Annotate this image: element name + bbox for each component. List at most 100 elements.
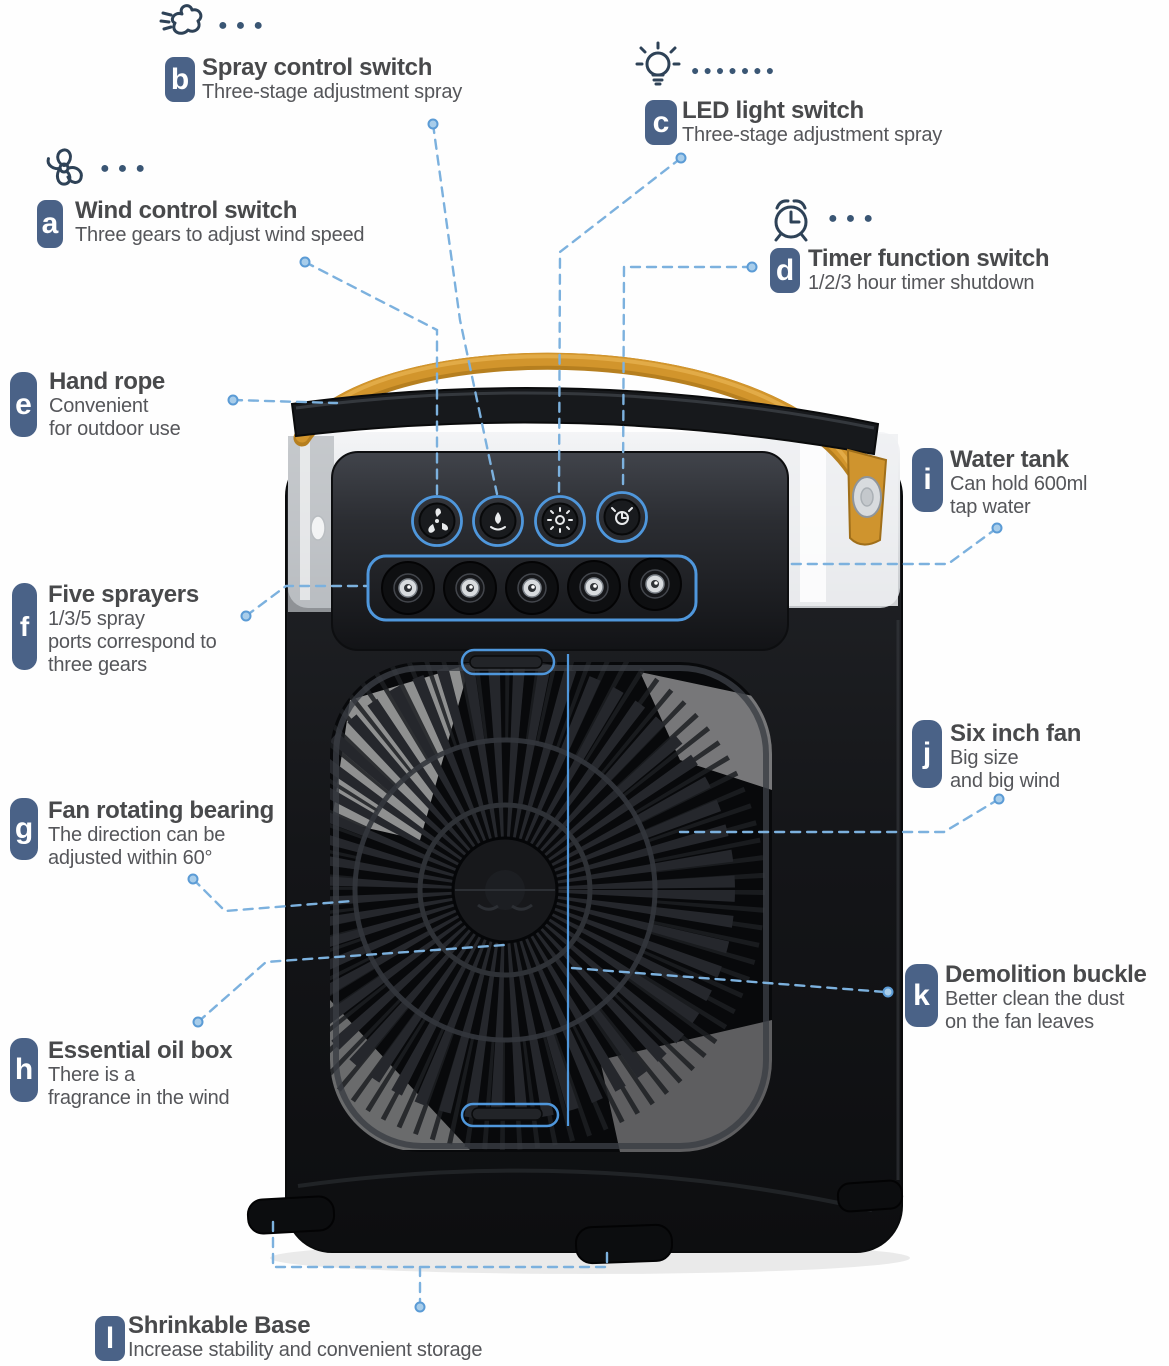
leader-line-i — [788, 526, 999, 566]
feature-title: Wind control switch — [75, 197, 298, 224]
feature-subtitle: three gears — [48, 654, 147, 676]
button-highlight-circles — [411, 491, 648, 547]
feature-subtitle: The direction can be — [48, 824, 226, 846]
callout-demolition-buckle: k Demolition buckle Better clean the dus… — [905, 961, 1147, 1034]
feature-subtitle: for outdoor use — [49, 418, 181, 440]
callout-essential-oil-box: h Essential oil box There is a fragrance… — [10, 1037, 233, 1110]
control-buttons — [418, 498, 641, 540]
leader-line-f — [244, 584, 368, 618]
leader-dots — [187, 118, 1005, 1313]
callout-fan-rotating-bearing: g Fan rotating bearing The direction can… — [10, 798, 274, 870]
nozzle — [505, 561, 559, 615]
feature-title: Timer function switch — [808, 245, 1050, 272]
callout-spray-control: b Spray control switch Three-stage adjus… — [165, 54, 463, 104]
callout-led-light: c LED light switch Three-stage adjustmen… — [645, 97, 943, 147]
indicator-dots-wind: ●●● — [100, 160, 153, 177]
light-button — [541, 502, 579, 540]
leader-line-g — [191, 877, 354, 913]
feature-title: Six inch fan — [950, 720, 1082, 747]
feature-badge-g: g — [10, 798, 38, 860]
wind-button — [418, 502, 456, 540]
foot-front-right — [574, 1223, 674, 1265]
leader-line-d — [621, 265, 754, 492]
feature-title: Water tank — [950, 446, 1069, 473]
buckle-highlight-bottom — [460, 1102, 560, 1128]
feature-subtitle: fragrance in the wind — [48, 1087, 230, 1109]
feature-badge-e: e — [10, 372, 37, 437]
buckle-highlight-top — [460, 648, 556, 676]
leader-line-e — [231, 398, 339, 405]
callout-hand-rope: e Hand rope Convenient for outdoor use — [10, 368, 181, 441]
fan-grille — [330, 662, 772, 1152]
feature-badge-h: h — [10, 1038, 38, 1102]
feature-badge-f: f — [12, 583, 37, 670]
feature-subtitle: 1/2/3 hour timer shutdown — [808, 272, 1035, 294]
leader-line-b — [431, 122, 499, 496]
feature-subtitle: Convenient — [49, 395, 149, 417]
feature-badge-l: l — [95, 1316, 125, 1361]
fan-hub — [451, 836, 559, 944]
foot-front-left — [246, 1195, 336, 1235]
feature-title: Demolition buckle — [945, 961, 1147, 988]
nozzle — [443, 561, 497, 615]
feature-subtitle: There is a — [48, 1064, 135, 1086]
feature-subtitle: Three-stage adjustment spray — [202, 81, 463, 103]
highlight-circle-timer — [596, 491, 648, 543]
feature-subtitle: ports correspond to — [48, 631, 217, 653]
feature-subtitle: Three gears to adjust wind speed — [75, 224, 365, 246]
feature-subtitle: Can hold 600ml — [950, 473, 1088, 495]
sprayer-nozzles — [381, 557, 682, 615]
leader-line-k — [570, 966, 887, 994]
leader-line-j — [678, 797, 1001, 834]
tank-latch — [310, 515, 326, 541]
feature-title: LED light switch — [682, 97, 864, 124]
feature-subtitle: Big size — [950, 747, 1019, 769]
callout-wind-control: a Wind control switch Three gears to adj… — [37, 197, 365, 248]
feature-badge-c: c — [645, 100, 677, 145]
timer-button — [603, 498, 641, 536]
highlight-circle-wind — [411, 495, 463, 547]
feature-badge-a: a — [37, 200, 63, 248]
leader-line-l — [271, 1220, 609, 1304]
feature-subtitle: on the fan leaves — [945, 1011, 1094, 1033]
nozzle — [567, 560, 621, 614]
feature-badge-j: j — [912, 720, 942, 788]
leader-lines — [191, 122, 1001, 1304]
feature-subtitle: Three-stage adjustment spray — [682, 124, 943, 146]
feature-subtitle: Increase stability and convenient storag… — [128, 1339, 483, 1361]
buckle-tab-bottom — [471, 1107, 543, 1121]
callout-shrinkable-base: l Shrinkable Base Increase stability and… — [95, 1313, 483, 1362]
foot-rear-right — [836, 1179, 904, 1213]
spray-button — [479, 502, 517, 540]
leader-line-a — [303, 260, 439, 496]
feature-title: Hand rope — [49, 368, 165, 395]
indicator-dots-spray: ●●● — [218, 17, 271, 34]
feature-badge-k: k — [905, 964, 938, 1027]
callout-timer-function: d Timer function switch 1/2/3 hour timer… — [770, 245, 1050, 295]
nozzle — [628, 557, 682, 611]
buckle-tab-top — [469, 655, 543, 669]
base-feet — [246, 1179, 904, 1265]
nozzle — [381, 561, 435, 615]
handle-strap-anchor — [846, 448, 888, 546]
feature-badge-i: i — [912, 448, 943, 512]
highlight-circle-light — [534, 495, 586, 547]
sprayer-highlight-box — [366, 554, 698, 622]
feature-badge-d: d — [770, 248, 800, 293]
feature-subtitle: Better clean the dust — [945, 988, 1125, 1010]
indicator-dots-led: ●●●●●●● — [691, 62, 779, 78]
top-lid — [290, 387, 880, 456]
callout-six-inch-fan: j Six inch fan Big size and big wind — [912, 720, 1081, 793]
feature-subtitle: adjusted within 60° — [48, 847, 213, 869]
highlight-circle-spray — [472, 495, 524, 547]
callout-five-sprayers: f Five sprayers 1/3/5 spray ports corres… — [12, 581, 217, 677]
feature-title: Five sprayers — [48, 581, 199, 608]
feature-title: Fan rotating bearing — [48, 797, 275, 824]
indicator-dots-timer: ●●● — [828, 210, 881, 227]
feature-title: Essential oil box — [48, 1037, 233, 1064]
feature-title: Spray control switch — [202, 54, 433, 81]
leader-line-c — [557, 156, 683, 496]
base-lip — [297, 1168, 873, 1212]
